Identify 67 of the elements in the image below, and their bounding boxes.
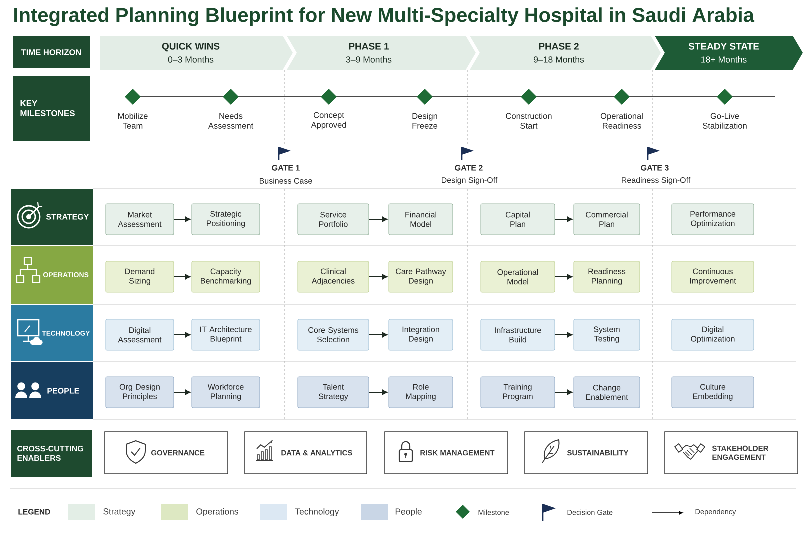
milestone-label: Design Freeze	[412, 113, 438, 129]
gate-label: GATE 2	[455, 165, 483, 171]
activity-box: Culture Embedding	[672, 376, 754, 408]
phase-banner: PHASE 1 3–9 Months	[287, 36, 476, 70]
arrow	[174, 274, 191, 280]
gate-caption: Design Sign-Off	[442, 177, 498, 185]
activity-box: System Testing	[574, 319, 640, 351]
gate-caption: Readiness Sign-Off	[622, 177, 691, 185]
row-header: TIME HORIZON	[13, 36, 90, 68]
arrow	[174, 216, 191, 222]
activity-box: Operational Model	[480, 261, 556, 293]
activity-box: Training Program	[480, 376, 556, 408]
activity-box: Financial Model	[388, 204, 454, 236]
phase-banner: QUICK WINS 0–3 Months	[100, 36, 293, 70]
milestone-label: Needs Assessment	[208, 113, 254, 129]
row-header: KEY MILESTONES	[13, 76, 90, 141]
activity-box: Infrastructure Build	[480, 319, 556, 351]
milestone-label: Operational Readiness	[600, 113, 643, 129]
gate-label: GATE 1	[272, 165, 300, 171]
milestone-label: Go-Live Stabilization	[703, 113, 747, 129]
activity-box: Workforce Planning	[192, 376, 260, 408]
arrow	[554, 216, 573, 222]
arrow	[368, 390, 388, 396]
activity-box: Role Mapping	[388, 376, 454, 408]
milestone-label: Construction Start	[506, 113, 552, 129]
activity-box: Service Portfolio	[298, 204, 370, 236]
activity-box: Market Assessment	[106, 204, 174, 236]
activity-box: Capacity Benchmarking	[192, 261, 260, 293]
arrow	[554, 390, 573, 396]
activity-box: Strategic Positioning	[192, 204, 260, 236]
activity-box: Change Enablement	[574, 376, 640, 408]
activity-box: Core Systems Selection	[298, 319, 370, 351]
activity-box: Care Pathway Design	[388, 261, 454, 293]
milestone-label: Concept Approved	[311, 112, 346, 130]
activity-box: Integration Design	[388, 319, 454, 351]
phase-banner: STEADY STATE 18+ Months	[655, 36, 804, 70]
legend-label: People	[396, 508, 422, 517]
activity-box: Demand Sizing	[106, 261, 174, 293]
activity-box: Org Design Principles	[106, 376, 174, 408]
arrow	[554, 332, 573, 338]
arrow	[554, 274, 573, 280]
arrow	[368, 332, 388, 338]
arrow	[174, 332, 191, 338]
activity-box: Continuous Improvement	[672, 261, 754, 293]
gate-caption: Business Case	[260, 178, 312, 184]
arrow	[174, 390, 191, 396]
activity-box: Readiness Planning	[574, 261, 640, 293]
row-header: STRATEGY	[11, 189, 93, 245]
legend-label: Operations	[196, 508, 238, 517]
arrow	[368, 274, 388, 280]
activity-box: Talent Strategy	[298, 376, 370, 408]
legend-label: Technology	[295, 508, 340, 517]
legend-label: Strategy	[104, 508, 136, 516]
gate-label: GATE 3	[641, 165, 669, 171]
activity-box: Clinical Adjacencies	[298, 261, 370, 293]
row-header: CROSS-CUTTING ENABLERS	[11, 430, 92, 477]
arrow	[368, 216, 388, 222]
activity-box: Digital Optimization	[672, 319, 754, 351]
phase-banner: PHASE 2 9–18 Months	[470, 36, 661, 70]
row-header: PEOPLE	[11, 362, 93, 419]
activity-box: Digital Assessment	[106, 319, 174, 351]
activity-box: Commercial Plan	[574, 204, 640, 236]
milestone-label: Mobilize Team	[118, 113, 148, 129]
activity-box: Performance Optimization	[672, 204, 754, 236]
activity-box: Capital Plan	[480, 204, 556, 236]
title: Integrated Planning Blueprint for New Multi-Specialty Hospital in Saudi Arabia	[14, 8, 755, 26]
activity-box: IT Architecture Blueprint	[192, 319, 260, 351]
